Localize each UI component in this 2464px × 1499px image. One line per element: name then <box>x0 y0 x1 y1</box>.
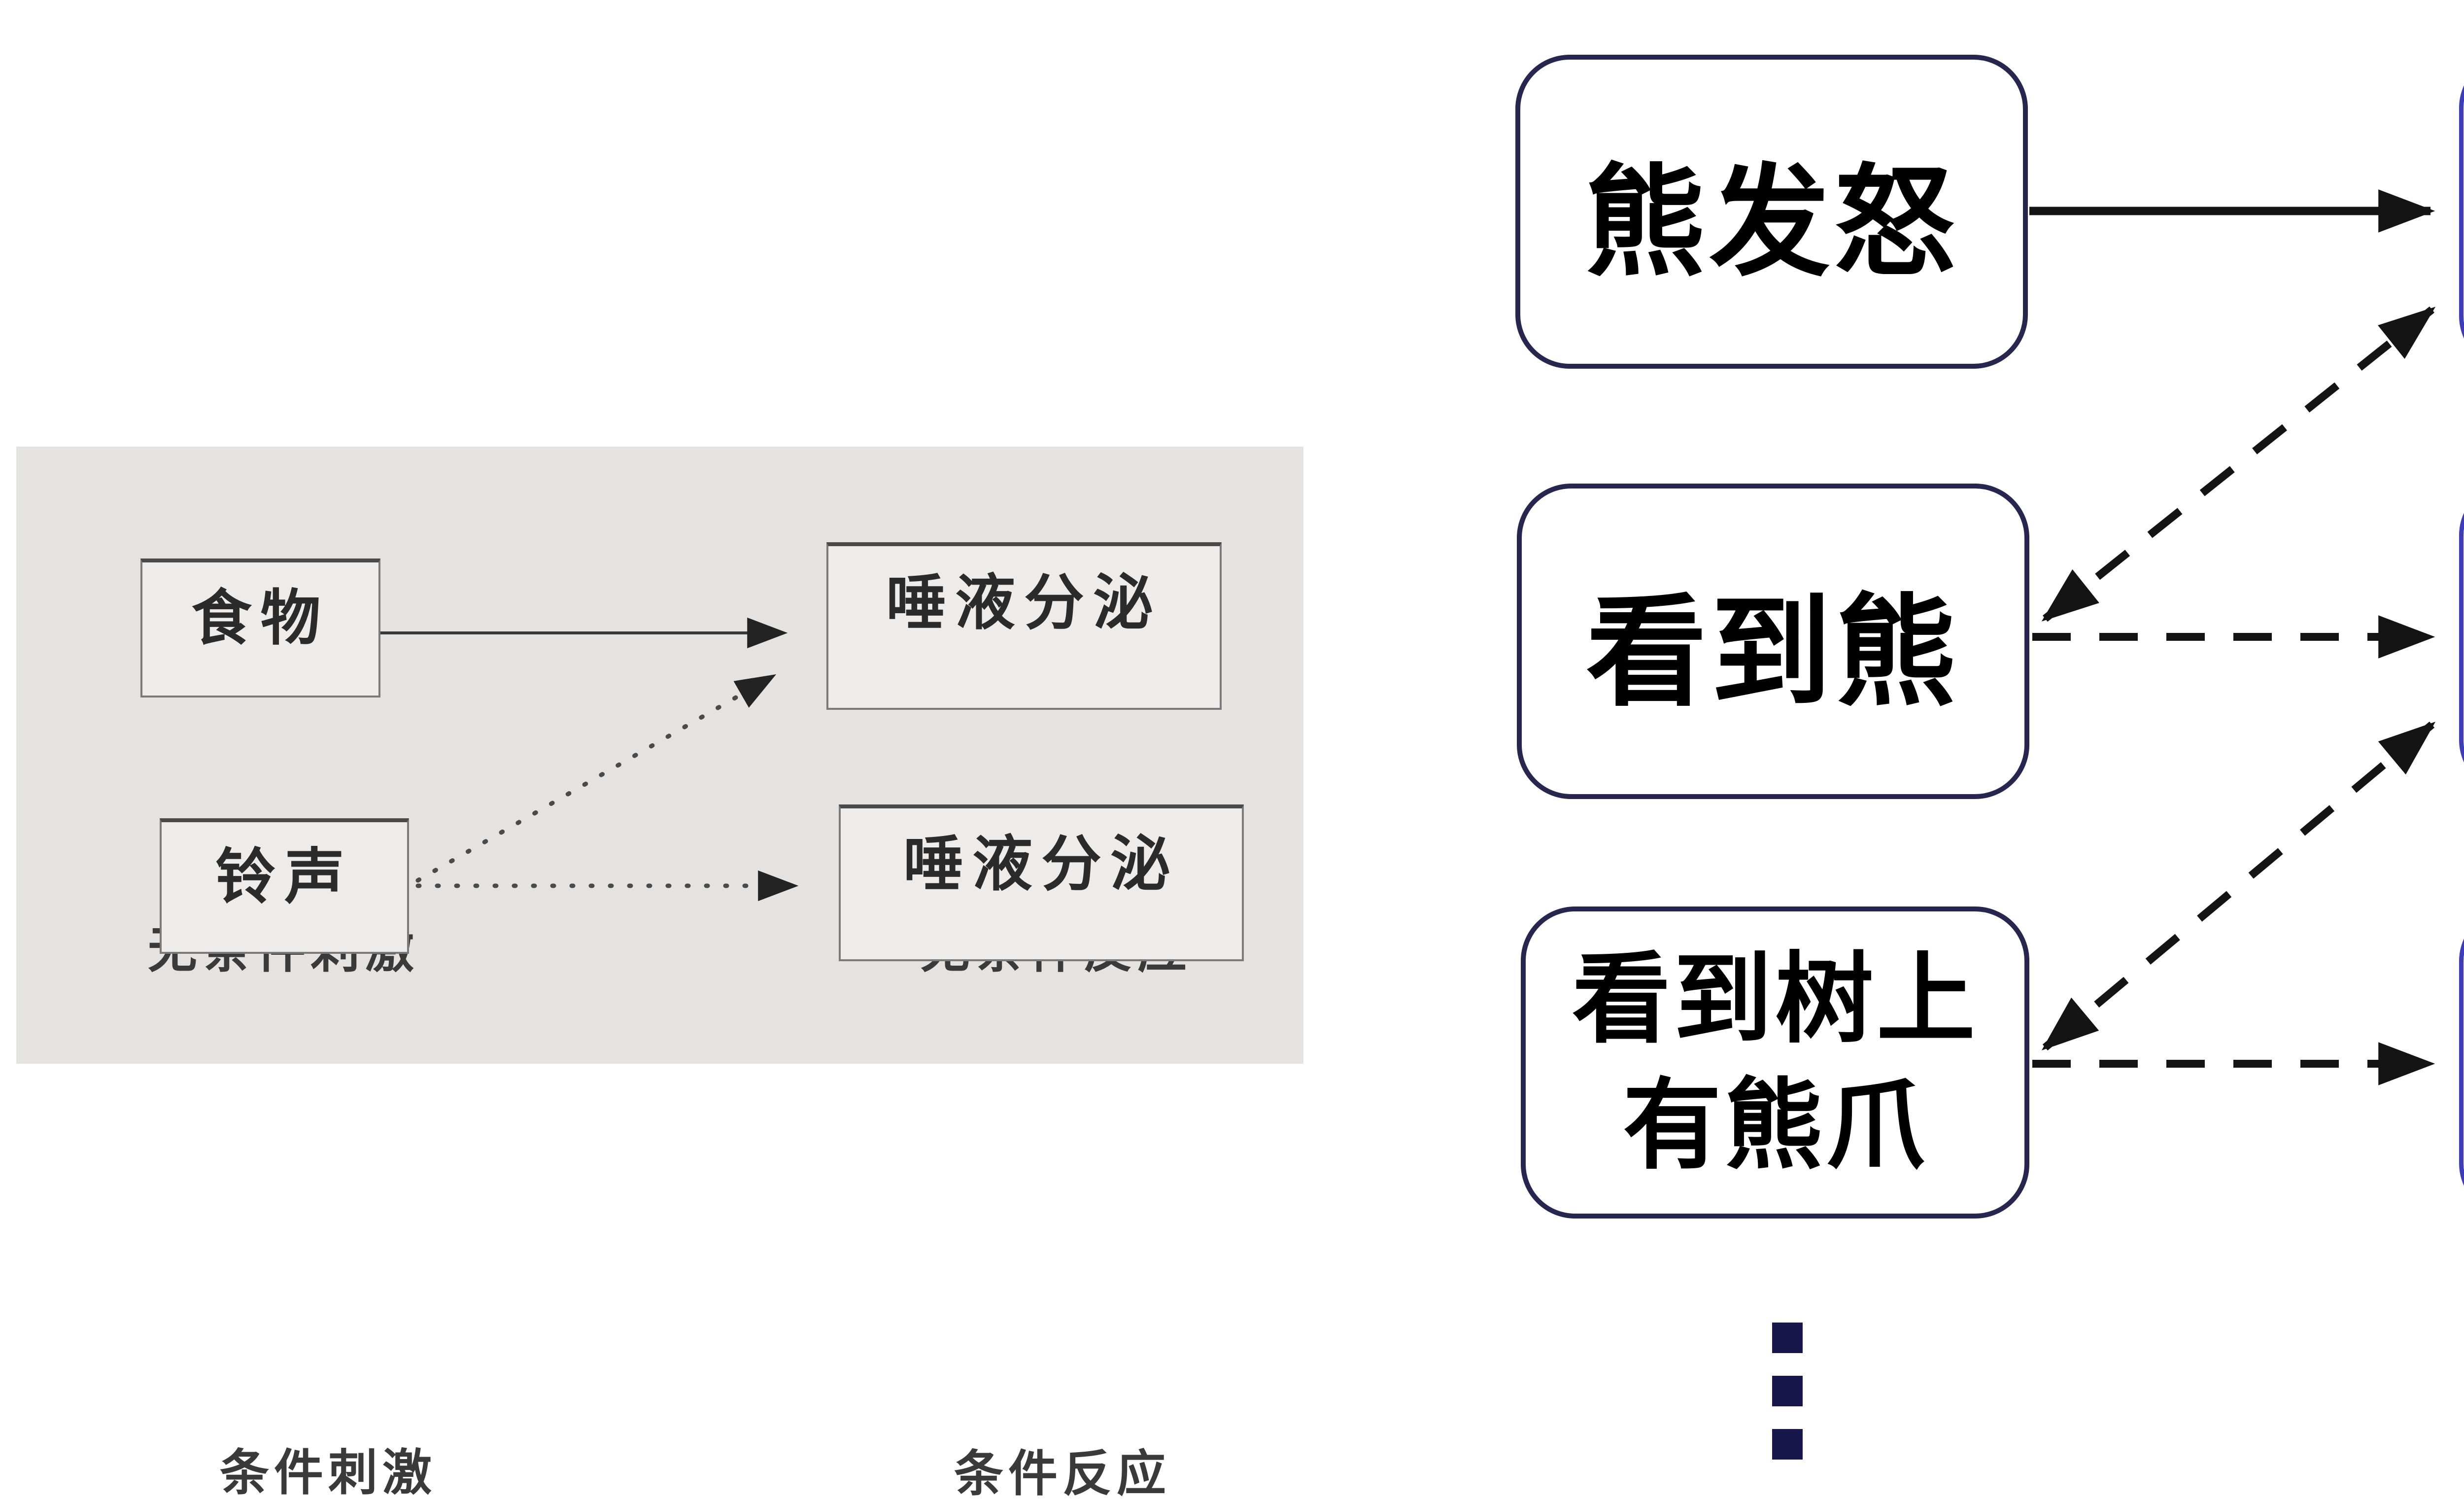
arrow-see-claw-v-sprime-dashed <box>2041 721 2436 1051</box>
box-bell: 铃声 <box>160 818 409 954</box>
node-reward: 奖励 <box>2459 54 2464 370</box>
node-bear-rage: 熊发怒 <box>1515 55 2028 369</box>
node-value-state: V(s) <box>2459 907 2464 1218</box>
box-salivation-top: 唾液分泌 <box>826 542 1222 710</box>
node-see-bear: 看到熊 <box>1517 484 2029 799</box>
ellipsis-dot-states-3 <box>1772 1429 1803 1460</box>
node-see-bear-label: 看到熊 <box>1586 584 1960 720</box>
node-bear-rage-label: 熊发怒 <box>1584 155 1959 290</box>
node-see-bear-claw-line2: 有熊爪 <box>1622 1070 1927 1181</box>
node-see-bear-claw-line1: 看到树上 <box>1572 944 1978 1054</box>
box-food: 食物 <box>140 558 380 697</box>
box-salivation-bottom: 唾液分泌 <box>839 804 1244 961</box>
label-conditioned-stimulus: 条件刺激 <box>220 1445 437 1499</box>
ellipsis-dot-states-2 <box>1772 1376 1803 1406</box>
classical-conditioning-panel: 无条件刺激 无条件反应 条件刺激 条件反应 <box>16 447 1303 1499</box>
arrow-see-bear-reward-dashed <box>2041 306 2436 622</box>
node-see-bear-claw: 看到树上 有熊爪 <box>1521 906 2029 1219</box>
ellipsis-dot-states-1 <box>1772 1323 1803 1353</box>
node-value-next-state: V(s′) <box>2459 481 2464 794</box>
label-conditioned-response: 条件反应 <box>954 1446 1171 1499</box>
